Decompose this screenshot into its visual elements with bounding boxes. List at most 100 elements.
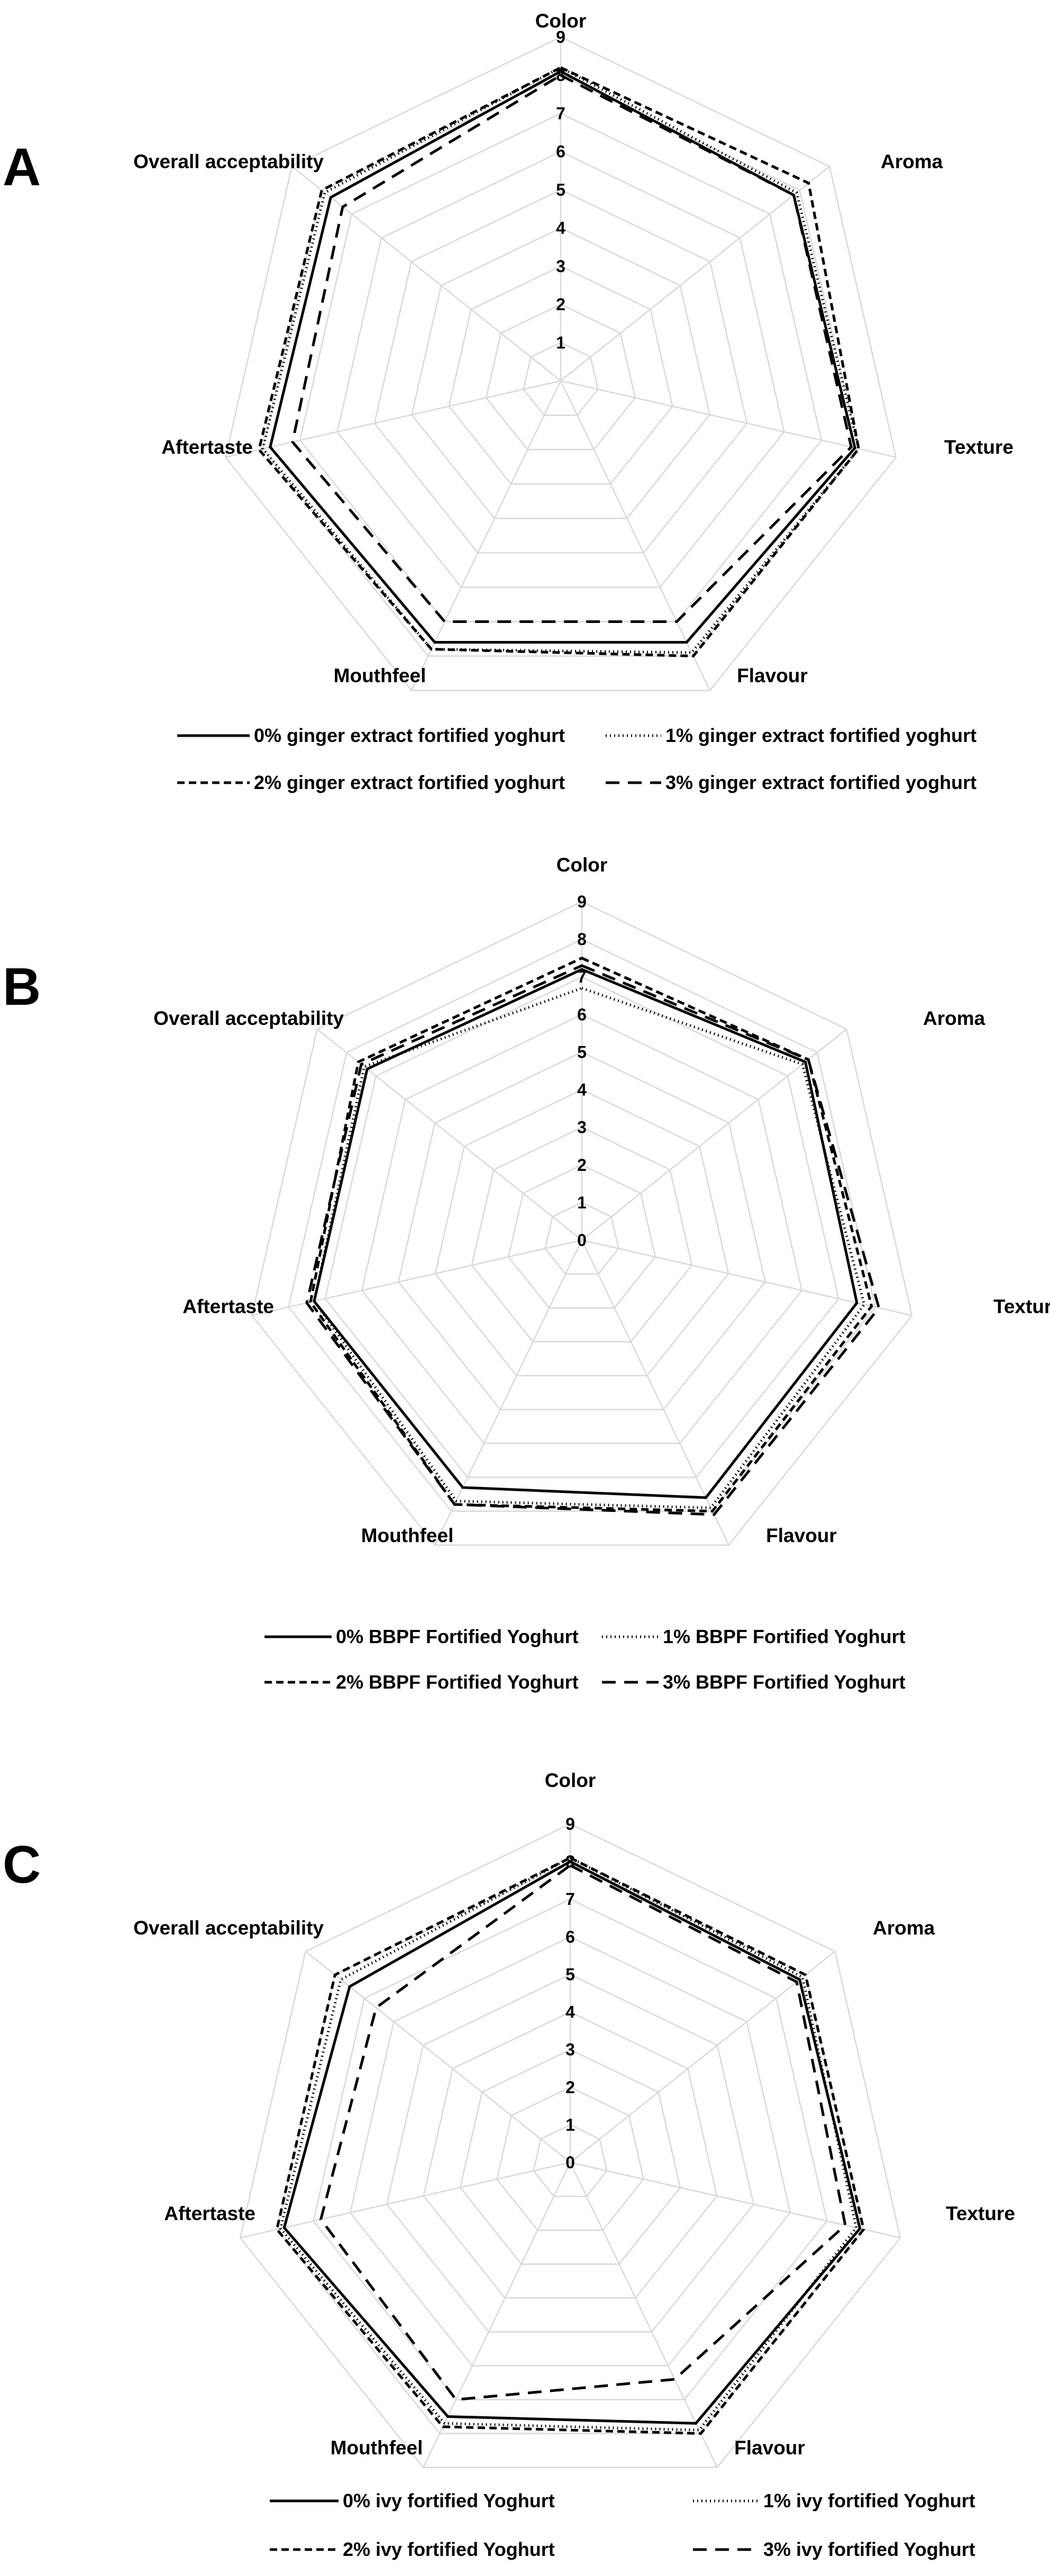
panel-c: C0123456789ColorAromaTextureFlavourMouth… [3,1770,1015,2560]
tick-label: 5 [577,1042,587,1061]
tick-label: 5 [556,180,565,199]
tick-label: 6 [565,1927,575,1946]
grid-ring [533,2124,608,2197]
axis-label-aroma: Aroma [881,151,943,172]
axis-label-aroma: Aroma [873,1917,935,1939]
grid-ring [398,1051,766,1410]
grid-ring [336,151,785,588]
series-line-3-bbpf-fortified-yoghurt [305,964,881,1516]
legend-entry: 2% ginger extract fortified yoghurt [254,772,565,793]
legend-entry: 1% ginger extract fortified yoghurt [665,725,976,746]
axis-label-texture: Texture [946,2203,1015,2224]
grid-ring [299,113,823,622]
axis-label-mouthfeel: Mouthfeel [334,665,426,686]
legend-entry: 0% ivy fortified Yoghurt [343,2490,555,2511]
axis-spoke [581,1240,729,1546]
axis-label-texture: Texture [944,436,1014,458]
panel-letter: B [3,957,41,1016]
grid-ring [361,1013,803,1444]
legend-entry: 1% BBPF Fortified Yoghurt [663,1626,906,1647]
tick-label: 1 [556,333,565,352]
tick-label: 2 [577,1156,587,1175]
grid-ring [262,74,860,657]
axis-label-flavour: Flavour [737,665,808,686]
tick-label: 9 [577,892,587,911]
tick-label: 8 [577,930,587,949]
grid-ring [324,976,839,1478]
legend-entry: 3% ivy fortified Yoghurt [763,2538,975,2560]
legend-entry: 0% ginger extract fortified yoghurt [254,725,565,746]
axis-label-aftertaste: Aftertaste [161,436,253,458]
axis-label-mouthfeel: Mouthfeel [331,2437,423,2459]
axis-spoke [570,1950,836,2163]
series-line-2-bbpf-fortified-yoghurt [309,956,873,1513]
grid-ring [507,1164,656,1309]
grid-ring [448,265,673,485]
axis-spoke [560,380,896,458]
grid-ring [544,1202,619,1275]
tick-label: 2 [565,2078,575,2097]
grid-ring [411,227,710,519]
tick-label: 0 [565,2153,575,2172]
axis-spoke [570,2161,901,2239]
axis-label-color: Color [535,10,587,32]
legend-entry: 2% BBPF Fortified Yoghurt [336,1671,579,1693]
tick-label: 8 [565,1852,575,1871]
axis-label-overall-acceptability: Overall acceptability [133,151,324,172]
grid-ring [423,2011,718,2299]
grid-ring [471,1126,693,1343]
axis-label-aroma: Aroma [923,1007,985,1029]
axis-label-mouthfeel: Mouthfeel [361,1525,454,1546]
tick-label: 6 [577,1005,587,1024]
tick-label: 5 [565,1965,575,1984]
axis-label-aftertaste: Aftertaste [182,1296,274,1317]
grid-ring [239,1823,901,2468]
legend-entry: 3% BBPF Fortified Yoghurt [663,1671,906,1693]
axis-label-aftertaste: Aftertaste [164,2203,255,2224]
grid-ring [251,901,913,1546]
tick-label: 3 [565,2040,575,2059]
axis-label-overall-acceptability: Overall acceptability [153,1007,344,1029]
legend-entry: 0% BBPF Fortified Yoghurt [336,1626,579,1647]
grid-ring [485,304,636,451]
axis-label-flavour: Flavour [734,2437,805,2459]
tick-label: 7 [556,104,565,123]
grid-ring [373,189,748,554]
grid-ring [288,938,876,1512]
grid-ring [349,1936,791,2367]
tick-label: 3 [577,1118,587,1137]
axis-spoke [560,380,711,691]
tick-label: 4 [577,1080,587,1099]
grid-ring [224,36,897,691]
tick-label: 0 [577,1231,587,1250]
tick-label: 6 [556,142,565,161]
series-line-1-bbpf-fortified-yoghurt [313,986,866,1509]
axis-spoke [291,166,561,381]
axis-label-color: Color [556,854,608,876]
panel-letter: A [3,137,41,197]
tick-label: 2 [556,295,565,314]
axis-spoke [434,1240,583,1546]
axis-spoke [410,380,562,691]
grid-ring [313,1898,828,2400]
tick-label: 1 [565,2115,575,2134]
axis-label-overall-acceptability: Overall acceptability [133,1917,324,1939]
tick-label: 9 [556,27,565,47]
series-line-0-ginger-extract-fortified-yoghurt [269,70,856,644]
grid-ring [523,342,599,416]
axis-spoke [240,2161,571,2239]
tick-label: 7 [577,967,587,986]
legend-entry: 2% ivy fortified Yoghurt [343,2538,555,2560]
panel-a: A123456789ColorAromaTextureFlavourMouthf… [3,10,1014,793]
panel-letter: C [3,1835,41,1894]
tick-label: 4 [556,218,565,237]
axis-spoke [225,380,561,458]
grid-ring [386,1974,754,2333]
axis-label-flavour: Flavour [766,1525,837,1546]
axis-spoke [569,2162,718,2468]
tick-label: 4 [565,2003,575,2022]
series-line-0-ivy-fortified-yoghurt [282,1860,862,2425]
axis-label-color: Color [545,1770,596,1791]
tick-label: 9 [565,1814,575,1834]
